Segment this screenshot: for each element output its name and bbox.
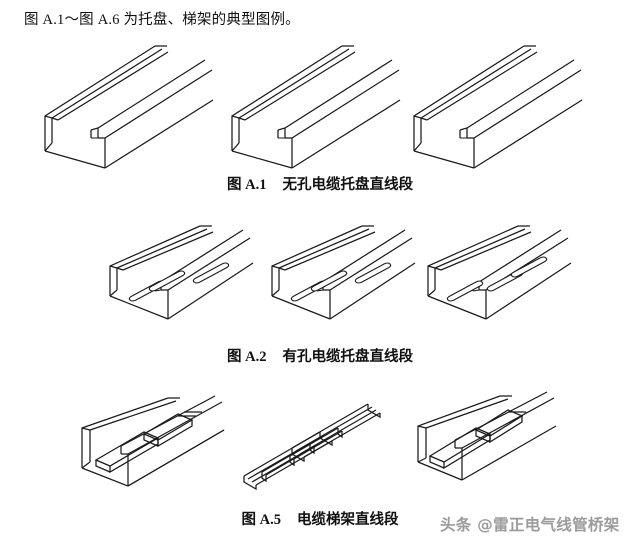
solid-tray-left [44, 45, 214, 169]
figure-caption-a5: 图 A.5 电缆梯架直线段 [0, 511, 640, 529]
figure-caption-a2-number: 图 A.2 [227, 349, 267, 365]
figure-caption-a5-number: 图 A.5 [241, 512, 281, 528]
ladder-rungs [94, 411, 202, 474]
figure-caption-a1-number: 图 A.1 [227, 177, 267, 193]
perforated-tray-left [109, 225, 254, 320]
figure-caption-a2-title: 有孔电缆托盘直线段 [282, 349, 413, 365]
ladder-left [81, 395, 225, 487]
figure-row-a1 [0, 38, 640, 173]
tray-perforation-slots [446, 256, 548, 302]
figure-a1-drawings [44, 45, 583, 169]
figure-row-a5 [0, 390, 640, 505]
intro-paragraph: 图 A.1～图 A.6 为托盘、梯架的典型图例。 [24, 12, 300, 28]
figure-a2-drawings [109, 225, 572, 320]
tray-perforation-slots [290, 262, 392, 302]
figure-row-a2 [0, 218, 640, 346]
perforated-tray-right [427, 225, 572, 320]
perforated-tray-middle [271, 225, 416, 320]
ladder-right [417, 391, 557, 481]
ladder-rungs [428, 409, 526, 470]
solid-tray-right [413, 45, 583, 169]
figure-caption-a5-title: 电缆梯架直线段 [296, 512, 399, 528]
solid-tray-middle [231, 45, 401, 169]
watermark-text: 头条 @雷正电气线管桥架 [440, 516, 620, 534]
figure-caption-a1-title: 无孔电缆托盘直线段 [282, 177, 413, 193]
figure-caption-a1: 图 A.1 无孔电缆托盘直线段 [0, 176, 640, 194]
figure-caption-a2: 图 A.2 有孔电缆托盘直线段 [0, 348, 640, 366]
ladder-middle [243, 403, 381, 491]
tray-perforation-slots [128, 262, 230, 302]
figure-a5-drawings [81, 391, 557, 491]
